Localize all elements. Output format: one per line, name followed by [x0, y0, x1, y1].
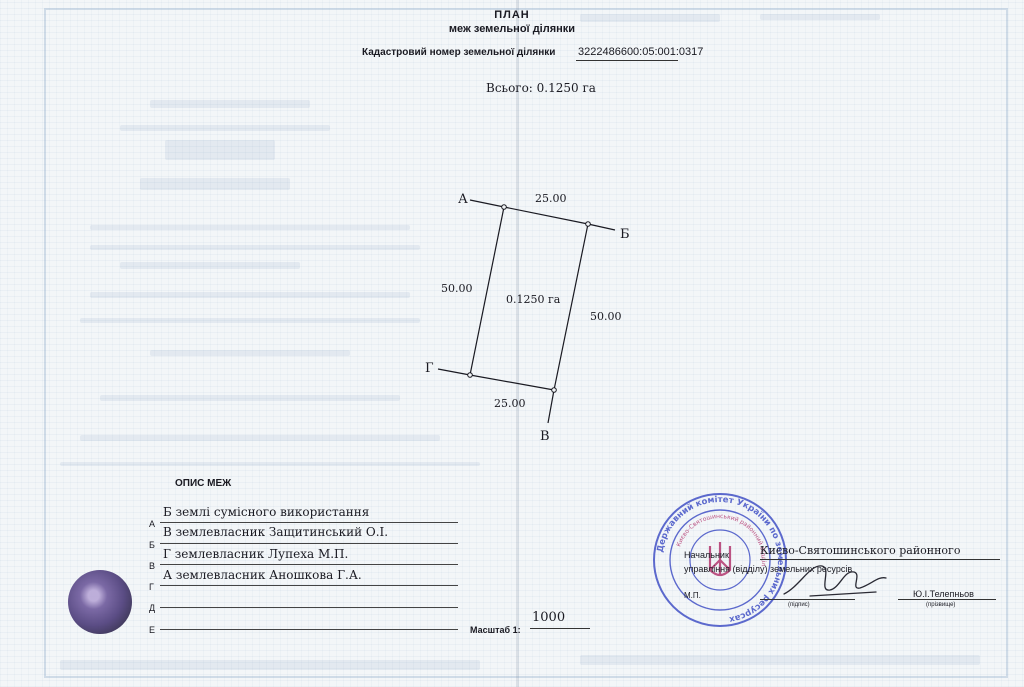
row-text: В землевласник Защитинський О.І.	[163, 525, 389, 539]
row-underline	[160, 607, 458, 608]
area-label: 0.1250 га	[506, 293, 561, 306]
signer-name: Ю.І.Телепньов	[913, 589, 974, 599]
turning-point-v	[551, 387, 557, 393]
boundary-b-v	[553, 223, 589, 391]
department-title: управління (відділу) земельних ресурсів	[684, 564, 853, 574]
security-border	[44, 8, 1008, 678]
bleed-through-print	[580, 14, 720, 22]
name-caption: (прізвище)	[926, 602, 956, 608]
boundary-v-g	[469, 374, 555, 391]
length-label-vg: 25.00	[494, 397, 526, 410]
seal-place-label: М.П.	[684, 591, 701, 600]
stamp-outer-ring	[653, 493, 787, 627]
row-underline	[160, 585, 458, 586]
row-text: А землевласник Аношкова Г.А.	[163, 568, 362, 582]
bleed-through-print	[60, 660, 480, 670]
row-underline	[160, 629, 458, 630]
cadastral-underline	[576, 60, 678, 61]
leader-a	[469, 199, 505, 208]
row-underline	[160, 564, 458, 565]
official-stamp: Державний комітет України по земельних р…	[653, 493, 787, 627]
row-letter: Г	[149, 582, 154, 592]
cadastral-number: 3222486600:05:001:0317	[578, 46, 704, 58]
bleed-through-print	[580, 655, 980, 665]
bleed-through-print	[90, 245, 420, 250]
boundary-a-b	[503, 206, 589, 225]
row-letter: Б	[149, 540, 155, 550]
bleed-through-print	[100, 395, 400, 401]
row-letter: В	[149, 561, 156, 571]
leader-g	[437, 368, 471, 376]
handwritten-signature	[783, 565, 887, 597]
boundary-g-a	[469, 206, 505, 376]
boundary-description-title: ОПИС МЕЖ	[175, 478, 232, 489]
length-label-bv: 50.00	[590, 310, 622, 323]
leader-b	[587, 223, 616, 231]
bleed-through-print	[90, 225, 410, 230]
bleed-through-print	[760, 14, 880, 20]
bleed-through-print	[80, 318, 420, 323]
scale-underline	[530, 628, 590, 629]
point-label-a: А	[458, 192, 468, 207]
turning-point-b	[585, 221, 591, 227]
bleed-through-print	[90, 292, 410, 298]
turning-point-a	[501, 204, 507, 210]
page-subtitle: меж земельної ділянки	[448, 23, 576, 35]
row-underline	[160, 522, 458, 523]
signature-caption: (підпис)	[788, 602, 810, 608]
row-letter: Е	[149, 625, 156, 635]
point-label-v: В	[540, 429, 550, 444]
name-underline	[898, 599, 996, 600]
scale-label: Масштаб 1:	[470, 625, 521, 635]
point-label-b: Б	[620, 227, 630, 242]
signature-underline	[760, 599, 855, 600]
bleed-through-print	[120, 262, 300, 269]
head-title: Начальник	[684, 550, 729, 560]
length-label-ga: 50.00	[441, 282, 473, 295]
parcel-outline	[437, 199, 616, 424]
department-name: Києво-Святошинського районного	[760, 544, 961, 557]
row-text: Г землевласник Лупеха М.П.	[163, 547, 349, 561]
scale-value: 1000	[532, 610, 566, 625]
stamp-middle-ring	[669, 509, 771, 611]
fold-line	[516, 0, 519, 687]
point-label-g: Г	[425, 361, 434, 376]
leader-v	[547, 389, 555, 424]
bleed-through-print	[165, 140, 275, 160]
bleed-through-print	[140, 178, 290, 190]
row-underline	[160, 543, 458, 544]
bleed-through-print	[120, 125, 330, 131]
length-label-ab: 25.00	[535, 192, 567, 205]
bleed-through-print	[150, 350, 350, 356]
bleed-through-print	[60, 462, 480, 466]
row-letter: Д	[149, 603, 156, 613]
bleed-through-print	[80, 435, 440, 441]
hologram-sticker	[68, 570, 132, 634]
page-title: ПЛАН	[494, 9, 530, 21]
row-letter: А	[149, 519, 156, 529]
trident-emblem-icon	[708, 542, 732, 577]
total-area: Всього: 0.1250 га	[486, 81, 596, 95]
turning-point-g	[467, 372, 473, 378]
department-underline	[760, 559, 1000, 560]
bleed-through-print	[150, 100, 310, 108]
row-text: Б землі сумісного використання	[163, 505, 370, 519]
stamp-inner-ring	[689, 529, 751, 591]
cadastral-label: Кадастровий номер земельної ділянки	[362, 47, 556, 58]
